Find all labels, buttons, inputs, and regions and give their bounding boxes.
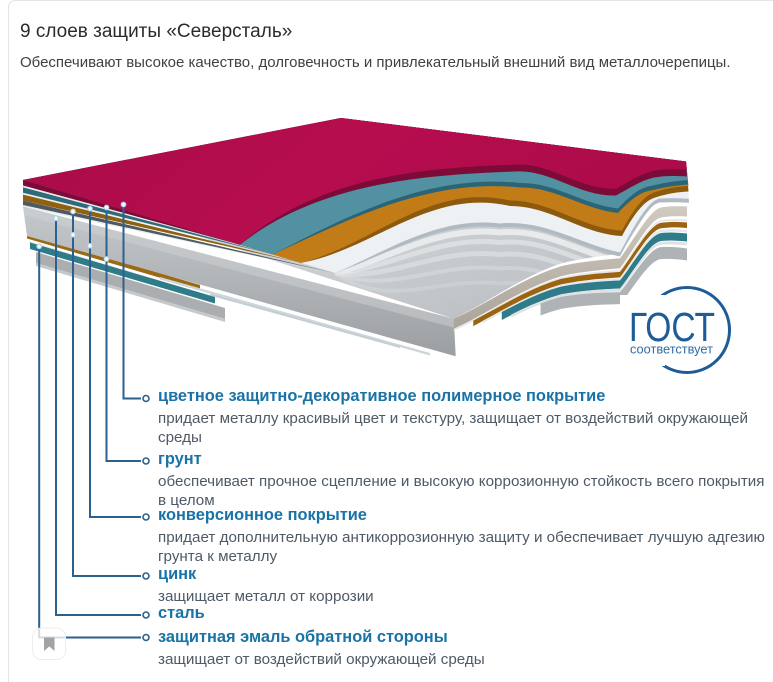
svg-text:соответствует: соответствует	[630, 343, 713, 357]
svg-text:ГОСТ: ГОСТ	[629, 304, 715, 350]
